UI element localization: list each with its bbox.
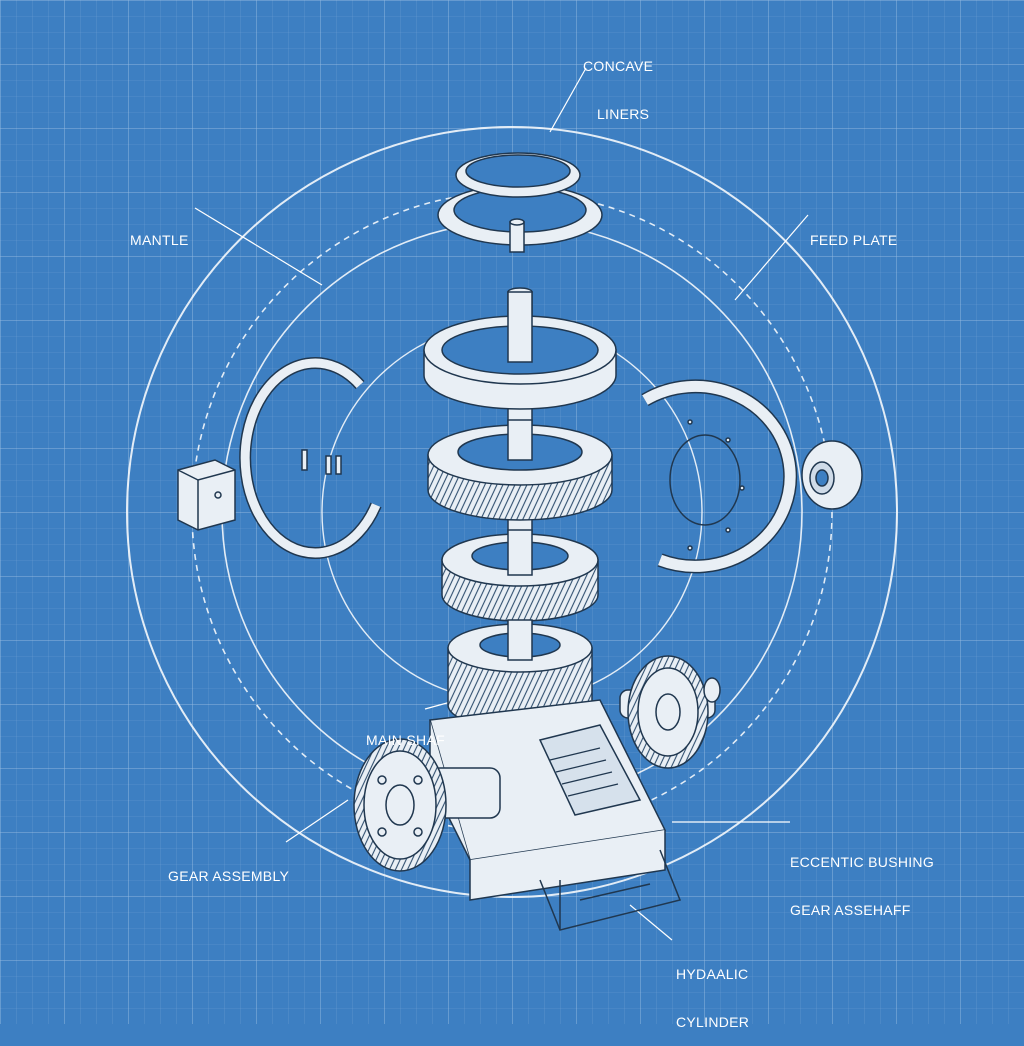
leader-gear-assembly — [285, 799, 349, 843]
label-concave-liners: CONCAVE LINERS — [583, 58, 654, 122]
bushing-part — [801, 440, 863, 510]
exploded-crusher-diagram — [0, 0, 1024, 1024]
label-hydraulic-cylinder: HYDAALIC CYLINDER — [676, 966, 750, 1030]
left-pinion-gear — [353, 738, 501, 872]
label-feed-plate: FEED PLATE — [810, 232, 898, 248]
label-main-shaft: MAIN SHAF — [366, 732, 445, 748]
leader-feed-plate — [734, 214, 809, 301]
outer-guide-circle — [126, 126, 898, 898]
leader-lines — [194, 67, 809, 941]
base-frame — [539, 849, 682, 931]
label-eccentric-bushing: ECCENTIC BUSHING GEAR ASSEHAFF — [790, 854, 935, 918]
base-housing — [429, 699, 667, 901]
label-mantle: MANTLE — [130, 232, 189, 248]
gear-stack-middle — [441, 529, 599, 622]
right-split-ring — [641, 379, 798, 574]
right-pinion-gear — [619, 655, 721, 769]
gear-stack-upper — [427, 419, 613, 521]
label-gear-assembly: GEAR ASSEMBLY — [168, 868, 290, 884]
concave-liner-rings — [437, 152, 603, 253]
mantle-ring — [423, 291, 617, 410]
leader-concave-liners — [549, 67, 587, 133]
left-split-ring — [239, 356, 382, 559]
leader-mantle — [194, 207, 323, 286]
eccentric-block — [177, 459, 236, 531]
